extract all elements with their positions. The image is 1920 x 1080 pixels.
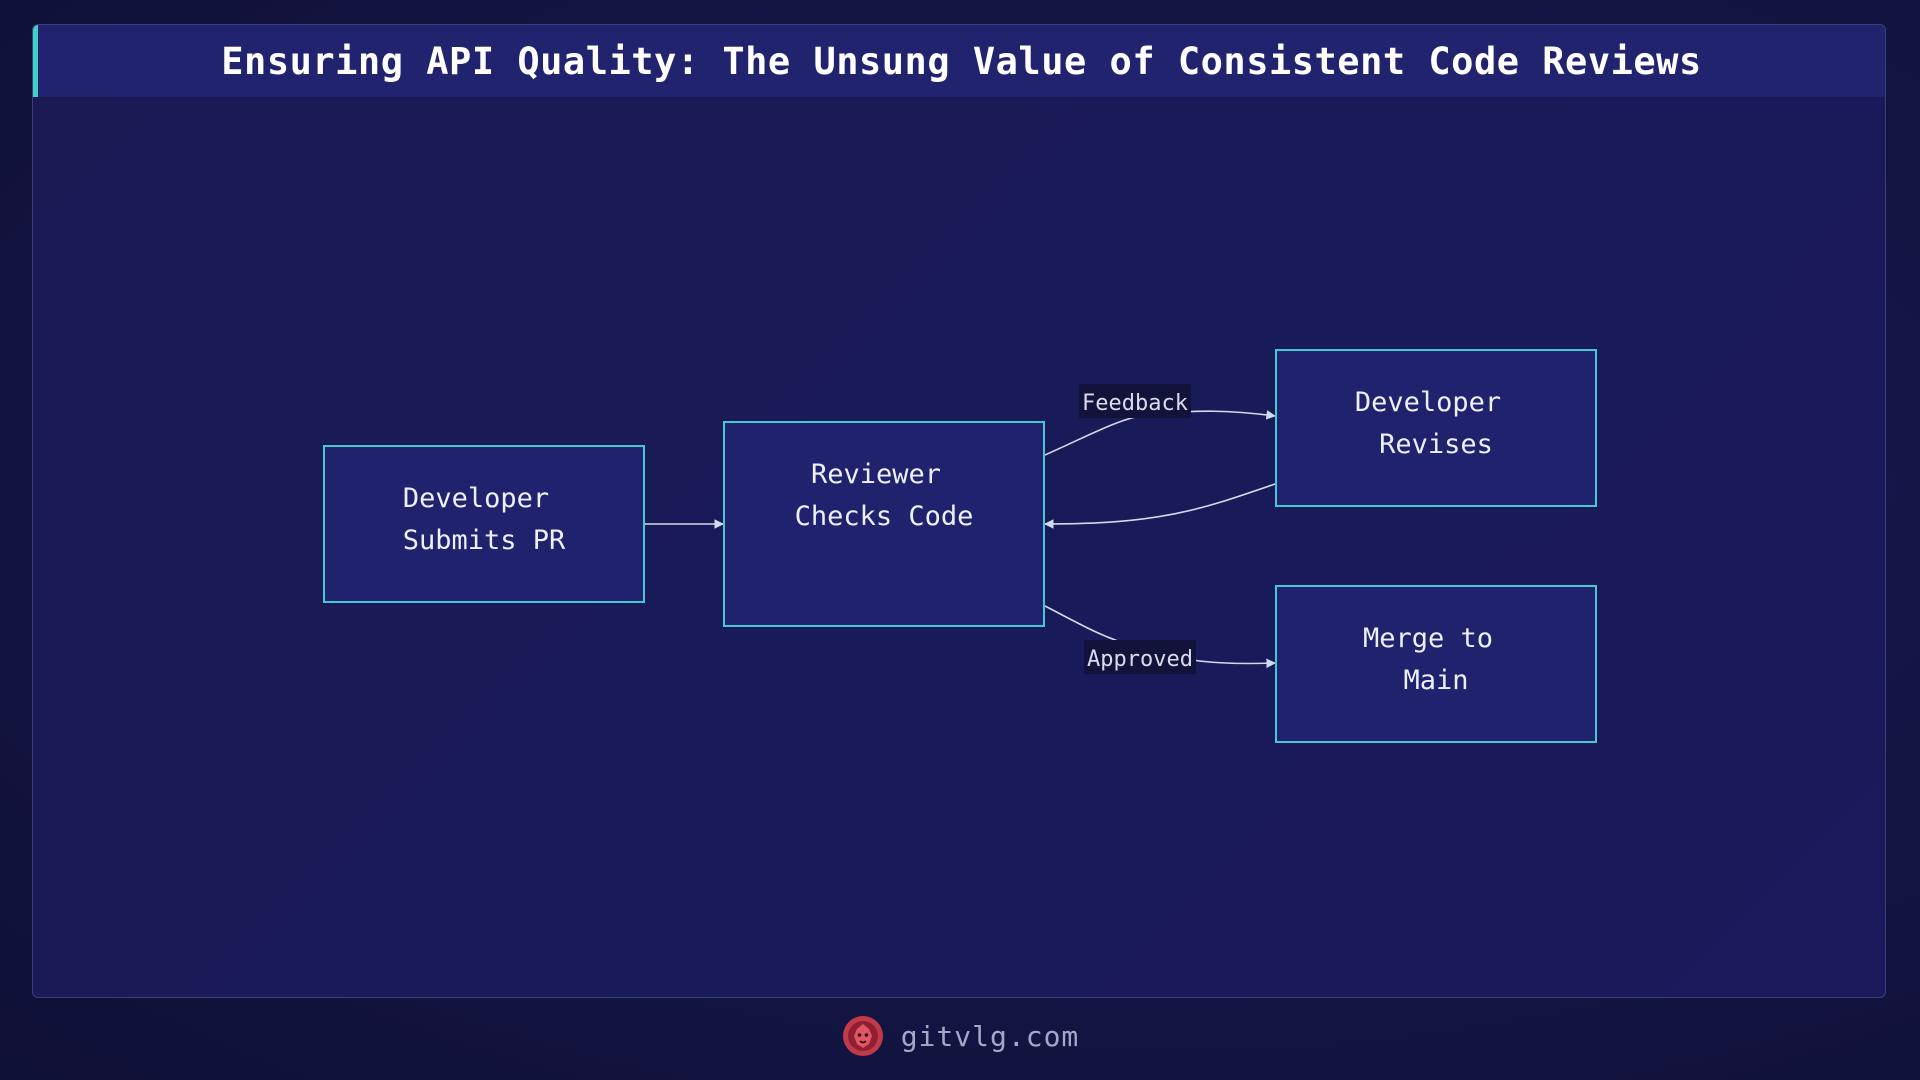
node-submit-line2: Submits PR	[403, 525, 566, 556]
footer: gitvlg.com	[0, 1010, 1920, 1062]
lion-icon	[842, 1016, 883, 1056]
node-merge-line1: Merge to	[1363, 623, 1493, 654]
node-revise-box	[1275, 349, 1597, 507]
node-merge-line2: Main	[1403, 665, 1468, 696]
title-bar: Ensuring API Quality: The Unsung Value o…	[33, 25, 1885, 97]
edge-revise-to-review	[1044, 483, 1276, 529]
edge-label-approved-bg	[1084, 640, 1196, 674]
edge-label-feedback: Feedback	[1079, 384, 1191, 418]
edge-label-approved-text: Approved	[1087, 647, 1193, 672]
node-merge-box	[1275, 585, 1597, 743]
node-review-line1: Reviewer	[811, 459, 941, 490]
node-submit-box	[323, 445, 645, 603]
node-developer-submits-pr: Developer Submits PR	[323, 445, 645, 603]
node-revise-line2: Revises	[1379, 429, 1493, 460]
node-submit-line1: Developer	[403, 483, 549, 514]
edge-label-approved: Approved	[1084, 640, 1196, 674]
footer-brand: gitvlg.com	[900, 1019, 1080, 1053]
node-review-box	[723, 421, 1045, 627]
node-review-line2: Checks Code	[795, 501, 974, 532]
edge-label-feedback-bg	[1079, 384, 1191, 418]
page-title: Ensuring API Quality: The Unsung Value o…	[221, 39, 1702, 83]
node-reviewer-checks-code: Reviewer Checks Code	[723, 421, 1045, 627]
node-developer-revises: Developer Revises	[1275, 349, 1597, 507]
node-merge-to-main: Merge to Main	[1275, 585, 1597, 743]
node-revise-line1: Developer	[1355, 387, 1501, 418]
edge-label-feedback-text: Feedback	[1082, 391, 1188, 416]
